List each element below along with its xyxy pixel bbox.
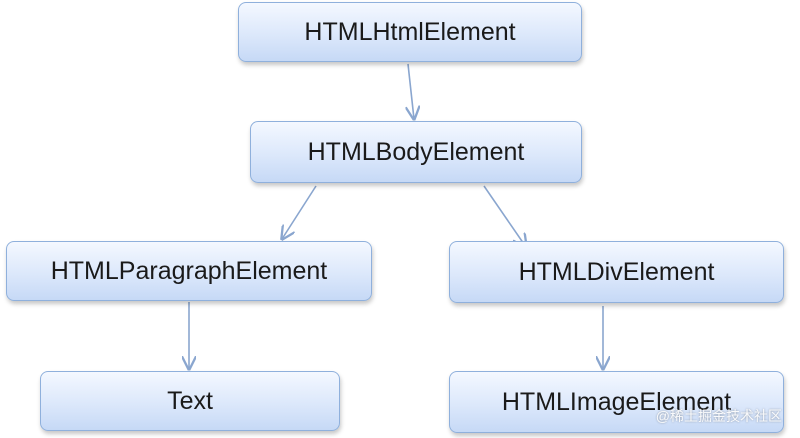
- node-html-html-element: HTMLHtmlElement: [238, 2, 582, 62]
- node-html-div-element: HTMLDivElement: [449, 241, 784, 303]
- edge-html-to-body: [408, 63, 414, 119]
- watermark-text: @稀土掘金技术社区: [655, 408, 782, 424]
- node-html-paragraph-element: HTMLParagraphElement: [6, 241, 372, 301]
- node-text: Text: [40, 371, 340, 431]
- edge-body-to-div: [483, 185, 526, 247]
- node-html-body-element: HTMLBodyElement: [250, 121, 582, 183]
- edge-body-to-paragraph: [282, 185, 317, 239]
- node-html-image-element: HTMLImageElement: [449, 371, 784, 433]
